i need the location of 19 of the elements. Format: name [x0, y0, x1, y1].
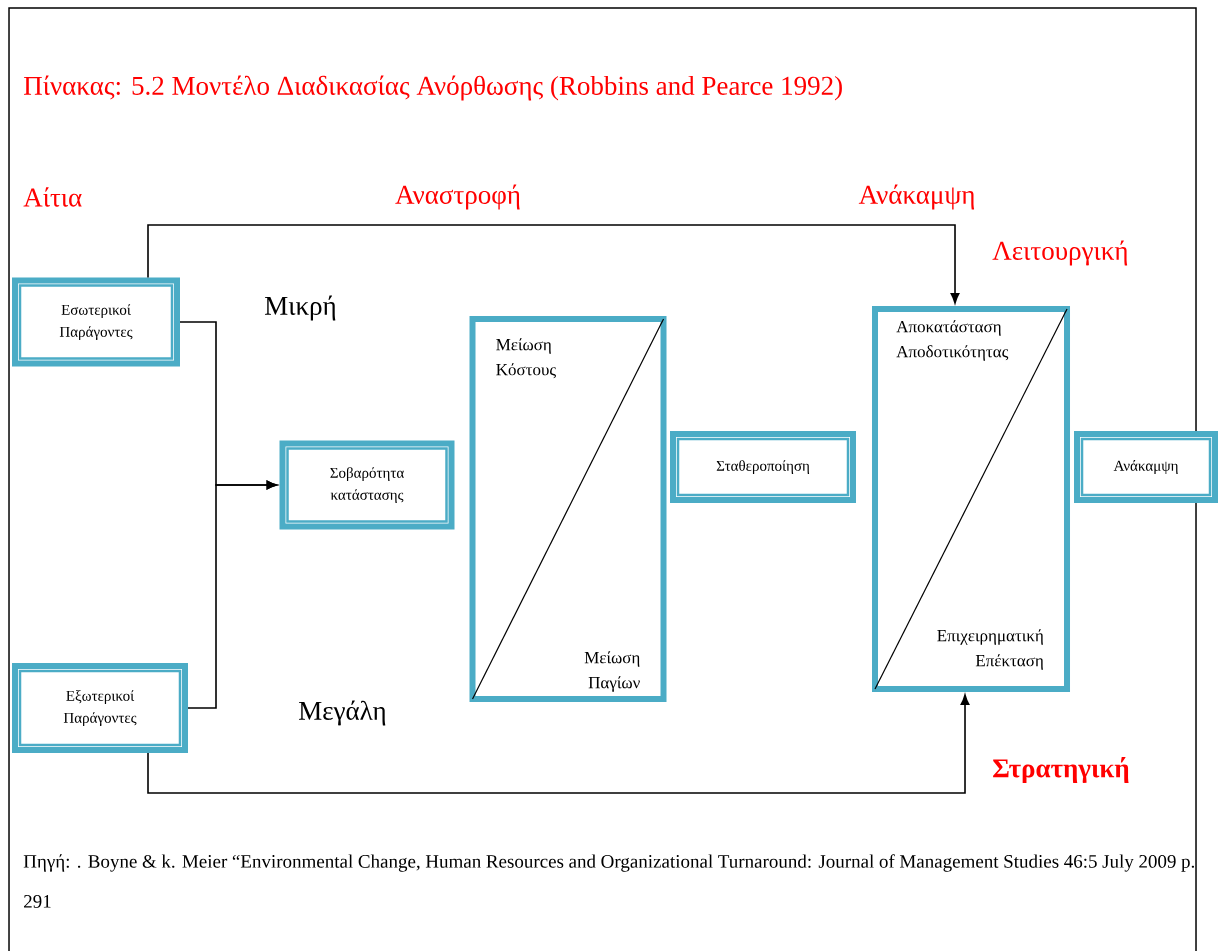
- process-box: Σοβαρότητα κατάστασης: [279, 440, 455, 530]
- process-box: Εξωτερικοί Παράγοντες: [12, 663, 188, 753]
- process-box: Εσωτερικοί Παράγοντες: [12, 277, 180, 367]
- size-label: Μικρή: [265, 295, 336, 321]
- title: Πίνακας: 5.2 Μοντέλο Διαδικασίας Ανόρθωσης (Robbins and Pearce 1992): [24, 75, 842, 101]
- level-label: Λειτουργική: [992, 240, 1128, 266]
- stage-heading: Αναστροφή: [395, 184, 520, 210]
- size-label: Μεγάλη: [299, 700, 386, 726]
- arrow: [187, 480, 278, 709]
- source-note: Πηγή: . Boyne & k. Meier “Environmental Change, Human Resources and Organizational Turnaround: Journal of Management Studies 46:5 July 2009 p. 291: [23, 854, 1195, 908]
- split-box: Μείωση Κόστους Μείωση Παγίων: [469, 316, 667, 702]
- stage-heading: Ανάκαμψη: [858, 184, 975, 210]
- stage-heading: Αίτια: [23, 187, 82, 207]
- arrow: [147, 694, 970, 794]
- process-box: Ανάκαμψη: [1074, 431, 1218, 503]
- arrow: [147, 224, 960, 304]
- process-box: Σταθεροποίηση: [670, 431, 856, 503]
- level-label: Στρατηγική: [993, 757, 1129, 783]
- split-box: Αποκατάσταση Αποδοτικότητας Επιχειρηματική Επέκταση: [872, 306, 1070, 692]
